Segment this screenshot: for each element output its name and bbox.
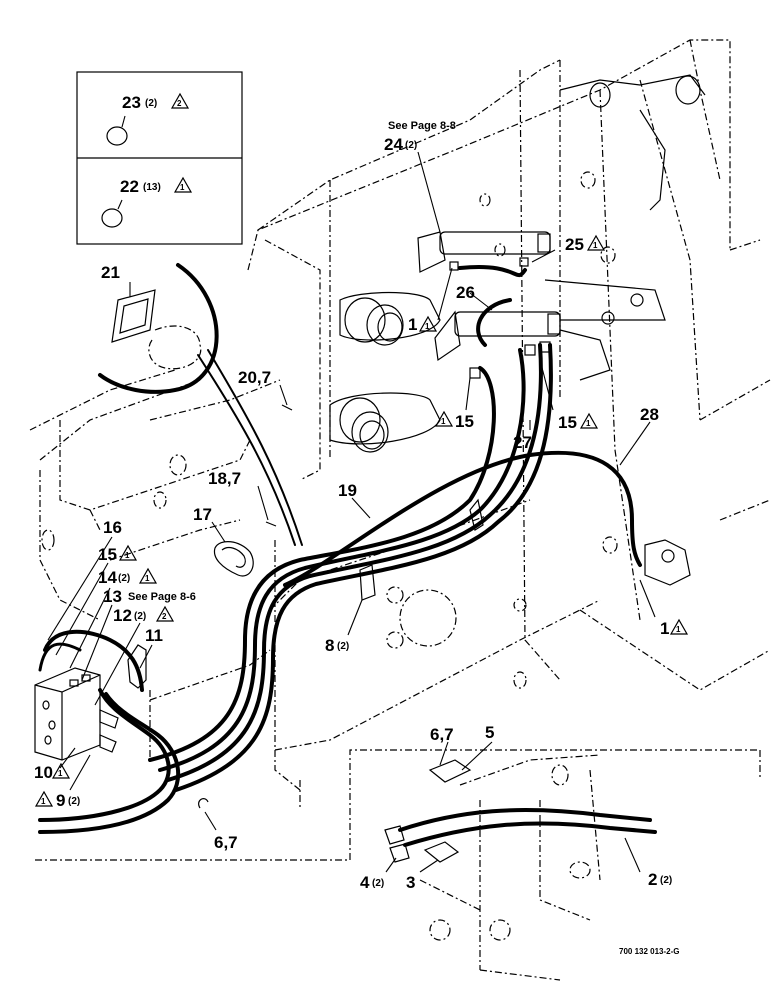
callout-9-note: 1: [41, 797, 46, 806]
callout-1-upper: 1: [408, 315, 417, 334]
callout-26: 26: [456, 283, 475, 302]
callout-5: 5: [485, 723, 494, 742]
callout-10-note: 1: [58, 769, 63, 778]
callout-18-7: 18,7: [208, 469, 241, 488]
note-triangle-icon: [118, 544, 138, 561]
callout-24-qty: (2): [405, 140, 417, 151]
callout-4: 4: [360, 873, 370, 892]
callout-25: 25: [565, 235, 584, 254]
o-ring-inset-box: 23 (2) 2 22 (13) 1: [76, 71, 243, 245]
callout-14: 14: [98, 568, 117, 587]
callout-27: 27: [513, 433, 532, 452]
callout-1-lower-note: 1: [676, 625, 681, 634]
callout-14-note: 1: [145, 574, 150, 583]
note-triangle-icon: [173, 176, 193, 193]
callout-15-right-note: 1: [586, 419, 591, 428]
callout-25-note: 1: [593, 241, 598, 250]
callout-23-note: 2: [177, 99, 182, 108]
callout-8: 8: [325, 636, 334, 655]
hydraulic-cylinders: [417, 231, 666, 381]
see-page-8-6: See Page 8-6: [128, 591, 196, 603]
figure-number: 700 132 013-2-G: [619, 947, 680, 956]
callout-6-7-inset: 6,7: [430, 725, 454, 744]
callout-4-qty: (2): [372, 878, 384, 889]
callout-9-qty: (2): [68, 796, 80, 807]
note-triangle-icon: [579, 412, 599, 429]
callout-20-7: 20,7: [238, 368, 271, 387]
callout-22-qty: (13): [143, 182, 161, 193]
callout-13: 13: [103, 587, 122, 606]
callout-22-note: 1: [180, 183, 185, 192]
callout-24: 24: [384, 135, 403, 154]
callout-15-valve-note: 1: [125, 551, 130, 560]
callout-15-valve: 15: [98, 545, 117, 564]
note-triangle-icon: [586, 234, 606, 251]
callout-28: 28: [640, 405, 659, 424]
note-triangle-icon: [418, 315, 438, 332]
note-triangle-icon: [170, 92, 190, 109]
grommet-detail: 21: [98, 263, 303, 546]
callout-14-qty: (2): [118, 573, 130, 584]
callout-15-left-note: 1: [441, 417, 446, 426]
note-triangle-icon: [34, 790, 54, 807]
callout-12-qty: (2): [134, 611, 146, 622]
callout-6-7: 6,7: [214, 833, 238, 852]
callout-8-qty: (2): [337, 641, 349, 652]
callout-2: 2: [648, 870, 657, 889]
callout-2-qty: (2): [660, 875, 672, 886]
hydraulic-hoses: [38, 265, 657, 863]
callout-19: 19: [338, 481, 357, 500]
callout-12: 12: [113, 606, 132, 625]
pulley-assemblies: [329, 74, 706, 453]
callout-3: 3: [406, 873, 415, 892]
callout-22: 22: [120, 177, 139, 196]
callout-17: 17: [193, 505, 212, 524]
note-triangle-icon: [669, 618, 689, 635]
callout-1-lower: 1: [660, 619, 669, 638]
machine-frame-outline: [29, 39, 771, 981]
callout-11: 11: [145, 626, 163, 645]
valve-block: [34, 644, 147, 761]
fittings-and-hardware: [198, 257, 691, 863]
callout-23: 23: [122, 93, 141, 112]
leader-lines: [47, 151, 656, 873]
callout-12-note: 2: [162, 612, 167, 621]
note-triangle-icon: [155, 605, 175, 622]
callout-16: 16: [103, 518, 122, 537]
see-page-8-8: See Page 8-8: [388, 120, 456, 132]
callout-labels: See Page 8-8 24 (2) 25 1 26 1 1 20,7 1 1…: [34, 120, 689, 956]
callout-10: 10: [34, 763, 53, 782]
callout-23-qty: (2): [145, 98, 157, 109]
callout-15-right: 15: [558, 413, 577, 432]
callout-9: 9: [56, 791, 65, 810]
note-triangle-icon: [434, 410, 454, 427]
note-triangle-icon: [51, 762, 71, 779]
callout-1-upper-note: 1: [425, 322, 430, 331]
callout-15-left: 15: [455, 412, 474, 431]
callout-21: 21: [101, 263, 120, 282]
note-triangle-icon: [138, 567, 158, 584]
